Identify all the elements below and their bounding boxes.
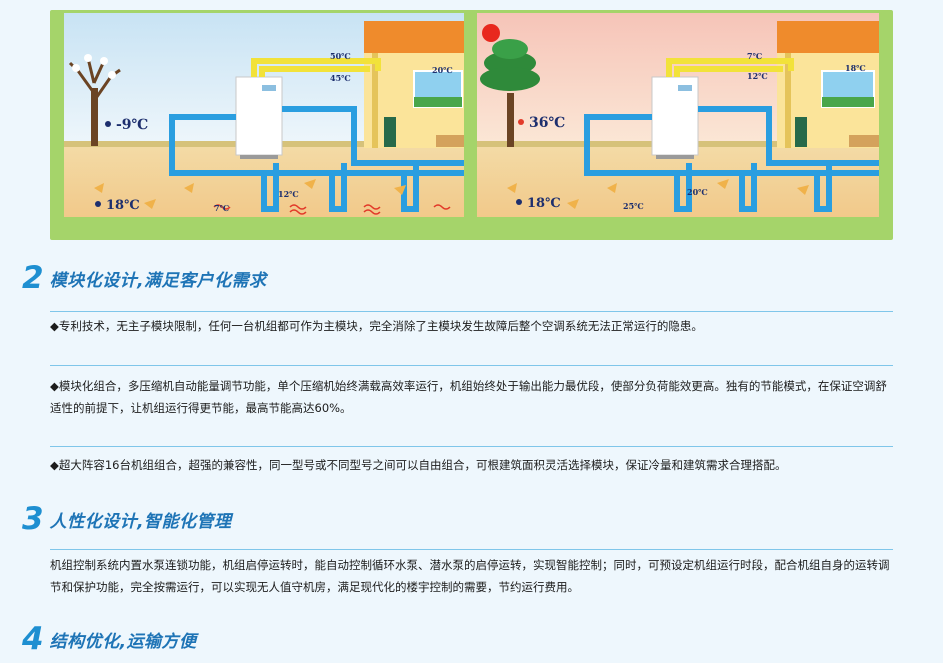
summer-cooling-illustration: 36℃ 18℃ 7℃ 12℃ 18℃ 25℃ 20℃ <box>477 13 879 217</box>
divider <box>50 311 893 312</box>
section-4-heading: 4 结构优化,运输方便 <box>22 624 197 655</box>
supply-temp: 7℃ <box>747 51 763 61</box>
section-title: 模块化设计,满足客户化需求 <box>49 271 267 291</box>
ground-loop-pipes <box>169 106 464 212</box>
ground-temp: 18℃ <box>527 196 561 211</box>
section-title: 结构优化,运输方便 <box>49 632 197 652</box>
loop-in-temp: 25℃ <box>623 201 644 211</box>
return-temp: 12℃ <box>747 71 768 81</box>
divider <box>50 446 893 447</box>
section-number: 2 <box>22 260 44 296</box>
indoor-temp: 18℃ <box>845 63 866 73</box>
divider <box>50 549 893 550</box>
heat-pump-unit-icon <box>651 76 699 159</box>
loop-out-temp: 20℃ <box>687 187 708 197</box>
house-icon <box>364 21 464 148</box>
ground-temp: 18℃ <box>106 198 140 213</box>
heat-pump-unit-icon <box>235 76 283 159</box>
section-2-paragraph-1: ◆专利技术，无主子模块限制，任何一台机组都可作为主模块，完全消除了主模块发生故障… <box>50 319 703 333</box>
ground-arrows <box>507 179 809 209</box>
section-3-paragraph-1: 机组控制系统内置水泵连锁功能，机组启停运转时，能自动控制循环水泵、潜水泵的启停运… <box>50 558 890 594</box>
ground-arrows <box>94 179 406 209</box>
section-2-heading: 2 模块化设计,满足客户化需求 <box>22 263 267 294</box>
section-title: 人性化设计,智能化管理 <box>49 512 232 532</box>
house-icon <box>777 21 879 148</box>
winter-heating-illustration: -9℃ 18℃ 50℃ 45℃ 20℃ 7℃ 12℃ <box>64 13 464 217</box>
loop-out-temp: 12℃ <box>278 189 299 199</box>
return-temp: 45℃ <box>330 73 351 83</box>
loop-in-temp: 7℃ <box>214 203 230 213</box>
section-number: 3 <box>22 501 44 537</box>
ground-loop-pipes <box>584 106 879 212</box>
outdoor-temp: 36℃ <box>529 115 565 131</box>
divider <box>50 365 893 366</box>
supply-temp: 50℃ <box>330 51 351 61</box>
outdoor-temp: -9℃ <box>116 117 149 133</box>
sun-icon <box>482 24 500 42</box>
bare-tree-icon <box>68 54 121 146</box>
section-3-heading: 3 人性化设计,智能化管理 <box>22 504 232 535</box>
green-tree-icon <box>480 39 540 147</box>
section-2-paragraph-2: ◆模块化组合，多压缩机自动能量调节功能，单个压缩机始终满载高效率运行，机组始终处… <box>50 379 887 415</box>
section-number: 4 <box>22 621 44 657</box>
indoor-temp: 20℃ <box>432 65 453 75</box>
section-2-paragraph-3: ◆超大阵容16台机组组合，超强的兼容性，同一型号或不同型号之间可以自由组合，可根… <box>50 458 787 472</box>
